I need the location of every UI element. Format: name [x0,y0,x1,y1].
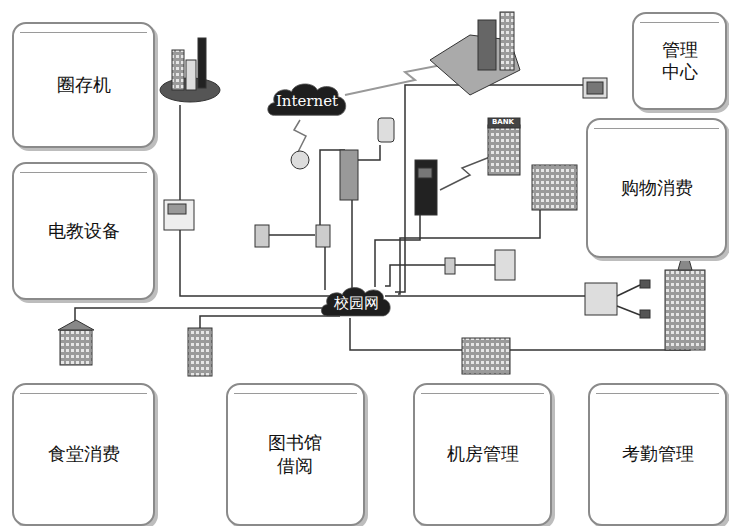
node-label: 图书馆 借阅 [263,432,328,477]
function-panel: 食堂消费 [12,383,155,526]
text-group: 图书馆 借阅 [263,432,328,477]
node-label: 机房管理 [447,443,519,466]
text-group: 食堂消费 [48,443,120,466]
function-panel: 购物消费 [586,118,727,258]
text-group: 校园网 [334,294,379,313]
network-cloud: Internet [264,80,350,122]
text-group: 管理 中心 [651,39,709,84]
node-label: 校园网 [334,294,379,313]
function-panel: 电教设备 [12,162,155,300]
icon-label: BANK [492,118,514,126]
text-group: 机房管理 [447,443,519,466]
function-panel: 管理 中心 [632,12,727,110]
node-label: 管理 中心 [651,39,709,84]
text-group: 电教设备 [48,220,120,243]
text-group: Internet [276,92,338,111]
function-panel: 圈存机 [12,22,155,148]
node-label: 考勤管理 [622,443,694,466]
function-panel: 图书馆 借阅 [226,383,365,526]
node-label: 食堂消费 [48,443,120,466]
node-label: 电教设备 [48,220,120,243]
node-label: 圈存机 [57,74,111,97]
text-group: 购物消费 [621,177,693,200]
network-cloud: 校园网 [318,284,394,322]
text-group: 圈存机 [57,74,111,97]
node-label: Internet [276,92,338,111]
function-panel: 机房管理 [413,383,552,526]
function-panel: 考勤管理 [588,383,727,526]
node-label: 购物消费 [621,177,693,200]
text-group: 考勤管理 [622,443,694,466]
